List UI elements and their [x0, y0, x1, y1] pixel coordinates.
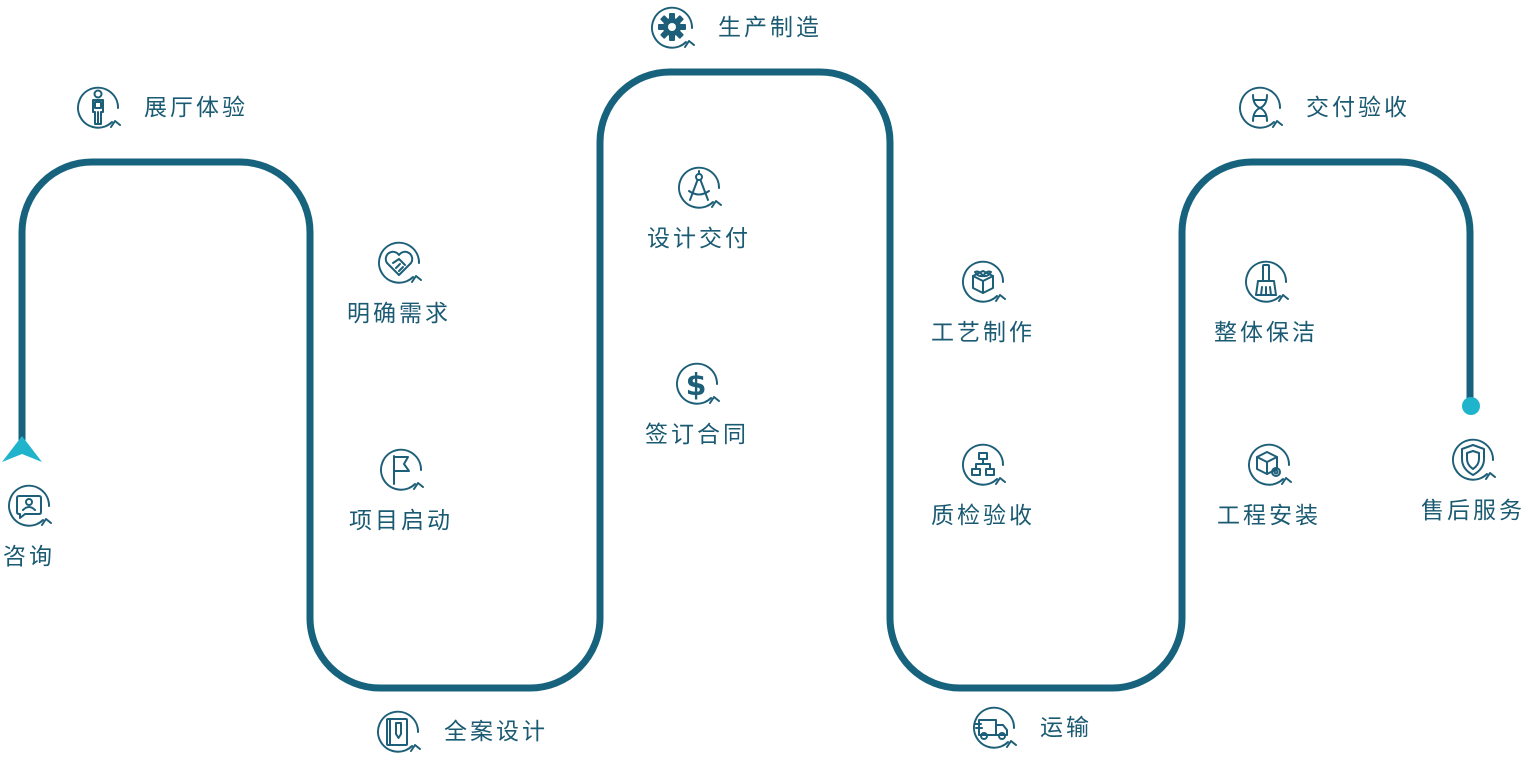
flow-path [18, 68, 1474, 692]
person-icon [77, 86, 121, 129]
step-label: 工程安装 [1217, 503, 1321, 529]
step-full-design[interactable]: 全案设计 [370, 704, 548, 760]
step-consult[interactable]: 咨询 [1, 478, 57, 569]
compass-icon [678, 166, 722, 209]
step-label: 售后服务 [1421, 498, 1525, 524]
flag-icon [380, 448, 424, 491]
step-label: 全案设计 [444, 718, 548, 745]
step-label: 设计交付 [647, 226, 751, 252]
book-pen-icon [377, 710, 421, 753]
gear-icon [651, 6, 695, 49]
step-cleaning[interactable]: 整体保洁 [1214, 254, 1318, 345]
step-quality-check[interactable]: 质检验收 [931, 437, 1035, 528]
step-label: 咨询 [3, 544, 55, 570]
step-label: 生产制造 [718, 14, 822, 41]
step-label: 签订合同 [645, 422, 749, 448]
step-manufacturing[interactable]: 生产制造 [644, 0, 822, 56]
step-installation[interactable]: 工程安装 [1217, 437, 1321, 528]
dna-icon [1239, 86, 1283, 129]
step-contract[interactable]: $ 签订合同 [645, 356, 749, 447]
start-arrow-icon [2, 436, 42, 462]
step-label: 项目启动 [349, 508, 453, 534]
step-showroom[interactable]: 展厅体验 [70, 80, 248, 136]
step-label: 工艺制作 [931, 320, 1035, 346]
step-kickoff[interactable]: 项目启动 [349, 442, 453, 533]
step-after-sales[interactable]: 售后服务 [1421, 432, 1525, 523]
chat-user-icon [8, 484, 52, 527]
broom-icon [1245, 260, 1289, 303]
step-transport[interactable]: 运输 [966, 700, 1092, 756]
dollar-icon: $ [676, 362, 720, 405]
step-label: 展厅体验 [144, 94, 248, 121]
step-label: 质检验收 [931, 503, 1035, 529]
box-gear-icon [1248, 443, 1292, 486]
shield-icon [1452, 438, 1496, 481]
end-dot [1462, 397, 1480, 415]
step-label: 明确需求 [347, 301, 451, 327]
step-acceptance[interactable]: 交付验收 [1232, 80, 1410, 136]
handshake-heart-icon [378, 241, 422, 284]
step-label: 交付验收 [1306, 94, 1410, 121]
truck-icon [973, 706, 1017, 749]
step-requirements[interactable]: 明确需求 [347, 235, 451, 326]
step-craft[interactable]: 工艺制作 [931, 254, 1035, 345]
svg-text:$: $ [686, 368, 707, 403]
step-design-delivery[interactable]: 设计交付 [647, 160, 751, 251]
leaf-cube-icon [962, 260, 1006, 303]
hierarchy-icon [962, 443, 1006, 486]
step-label: 整体保洁 [1214, 320, 1318, 346]
step-label: 运输 [1040, 714, 1092, 741]
